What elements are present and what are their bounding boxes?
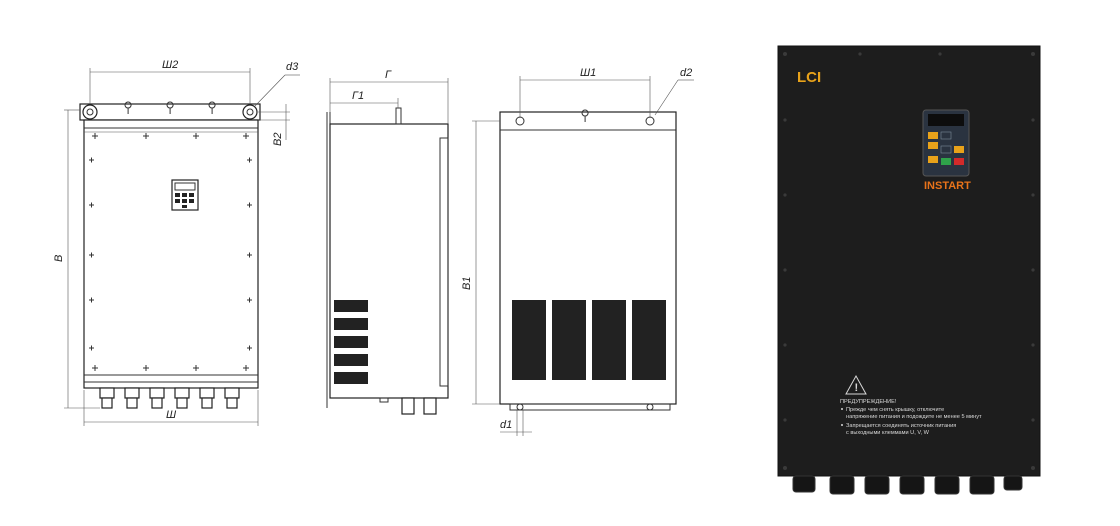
warning-line-4: с выходными клеммами U, V, W [846,430,930,436]
back-vents [512,300,666,380]
front-cable-glands [99,387,240,409]
maker-logo: INSTART [924,180,971,192]
dim-mount-offset: В2 [272,133,284,146]
warning-title: ПРЕДУПРЕЖДЕНИЕ! [840,399,897,405]
front-body [83,119,259,389]
dim-height-mount: В1 [461,277,473,290]
dim-width-mount-front: Ш2 [162,59,178,71]
brand-logo: LCI [797,69,821,86]
device-body [778,46,1040,476]
svg-text:!: ! [855,382,859,394]
dim-mount-hole-front: d3 [286,61,299,73]
side-view: Г Г1 [326,69,449,415]
dim-width-mount-back: Ш1 [580,67,596,79]
side-keypad-stub [395,107,402,125]
device-screws [783,52,1035,470]
warning-line-3: Запрещается соединять источник питания [846,423,956,429]
dim-mount-hole-bottom: d1 [500,419,512,431]
dim-mount-hole-top: d2 [680,67,692,79]
side-gland-2 [423,397,437,415]
front-view: Ш2 Ш В В2 d3 [53,59,300,426]
dim-depth-partial: Г1 [352,90,364,102]
mount-hole-left [82,104,98,120]
front-keypad [171,179,199,211]
warning-line-1: Прежде чем снять крышку, отключите [846,407,944,413]
back-view: Ш1 В1 d2 d1 [461,67,694,436]
dim-height-total: В [53,255,65,262]
warning-icon [845,374,867,395]
device-cable-glands [792,475,1023,495]
front-screws [89,133,252,371]
side-body [329,123,449,399]
dim-depth-total: Г [385,69,392,81]
mount-hole-right [242,104,258,120]
device-keypad [922,109,970,177]
product-photo: LCI INSTART ! ПРЕДУПРЕЖДЕНИЕ! Прежде чем… [777,45,1041,495]
warning-line-2: напряжение питания и подождите не менее … [846,414,982,420]
side-gland-1 [401,397,415,415]
warning-label: ! ПРЕДУПРЕЖДЕНИЕ! Прежде чем снять крышк… [840,374,982,436]
back-bottom-feet [509,403,671,411]
side-vents [334,300,368,384]
dim-width-total: Ш [166,409,177,421]
